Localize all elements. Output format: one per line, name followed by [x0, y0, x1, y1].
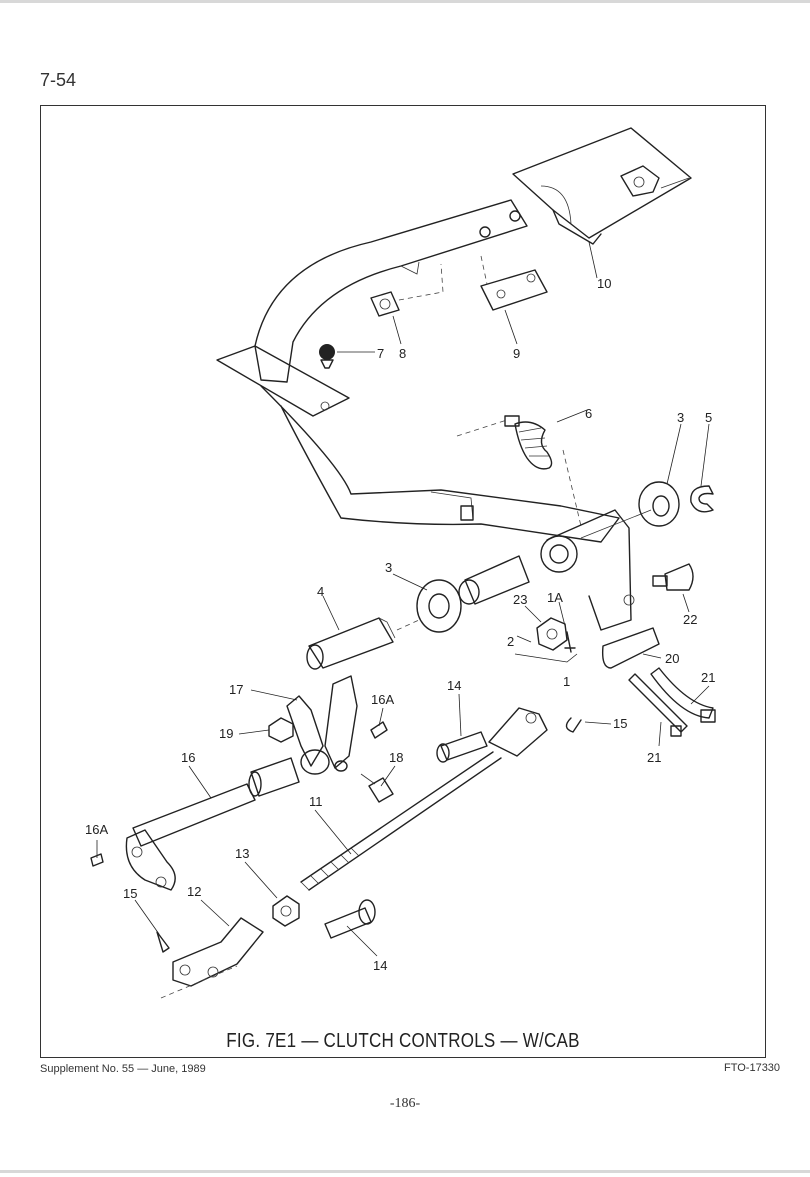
callout-17: 17	[229, 682, 243, 697]
callout-16a-bottom: 16A	[85, 822, 108, 837]
figure-frame: 10 9 8 7 6 3 5 3 4 23 1A 2 1 22 20 21 21…	[40, 105, 766, 1058]
shaft-housing	[540, 509, 635, 631]
jam-nut-13	[272, 895, 300, 927]
callout-15-top: 15	[613, 716, 627, 731]
washer-3-right	[638, 481, 680, 527]
bolt-8	[370, 263, 444, 317]
callout-11: 11	[309, 794, 323, 809]
callout-14-top: 14	[447, 678, 461, 693]
shield-20	[601, 627, 660, 669]
clutch-pedal	[216, 199, 620, 543]
shaft-16	[125, 757, 300, 891]
cable-tie-21	[628, 667, 716, 737]
bolt-22	[652, 563, 694, 591]
callout-10: 10	[597, 276, 611, 291]
pin-14-bottom	[324, 899, 376, 939]
callout-21-bottom: 21	[647, 750, 661, 765]
callout-14-bottom: 14	[373, 958, 387, 973]
clutch-controls-exploded-drawing: 10 9 8 7 6 3 5 3 4 23 1A 2 1 22 20 21 21…	[85, 127, 716, 999]
callout-16: 16	[181, 750, 195, 765]
callout-4: 4	[317, 584, 324, 599]
callout-9: 9	[513, 346, 520, 361]
cotter-pin-15-bottom	[156, 931, 170, 953]
callout-labels: 10 9 8 7 6 3 5 3 4 23 1A 2 1 22 20 21 21…	[85, 276, 715, 973]
callout-22: 22	[683, 612, 697, 627]
callout-12: 12	[187, 884, 201, 899]
pedal-bracket	[512, 127, 692, 245]
drawing-code: FTO-17330	[724, 1062, 781, 1074]
clutch-rod-11	[300, 707, 548, 891]
supplement-note: Supplement No. 55 — June, 1989	[40, 1063, 206, 1075]
washer-3-left	[416, 579, 462, 633]
callout-23: 23	[513, 592, 527, 607]
return-spring-6	[456, 415, 582, 527]
callout-21-top: 21	[701, 670, 715, 685]
bushing-2	[458, 555, 530, 605]
bolt-18	[360, 773, 394, 803]
callout-15-bottom: 15	[123, 886, 137, 901]
callout-7: 7	[377, 346, 384, 361]
folio-page-number: -186-	[389, 1096, 421, 1111]
callout-2: 2	[507, 634, 514, 649]
callout-13: 13	[235, 846, 249, 861]
callout-18: 18	[389, 750, 403, 765]
callout-8: 8	[399, 346, 406, 361]
leader-lines	[96, 241, 710, 957]
callout-1: 1	[563, 674, 570, 689]
callout-16a-top: 16A	[371, 692, 394, 707]
section-page-number: 7-54	[40, 70, 77, 90]
nut-23	[536, 617, 568, 651]
cotter-1a	[564, 631, 576, 653]
callout-20: 20	[665, 651, 679, 666]
nut-19	[268, 717, 294, 743]
callout-1a: 1A	[547, 590, 563, 605]
callout-19: 19	[219, 726, 233, 741]
pin-14-top	[436, 731, 488, 763]
set-screw-16a-bottom	[90, 853, 104, 867]
cotter-pin-15-top	[565, 717, 582, 733]
pin-4	[306, 617, 420, 670]
lever-17	[286, 675, 358, 775]
callout-3-right: 3	[677, 410, 684, 425]
snap-ring-5	[690, 485, 714, 513]
callout-3-left: 3	[385, 560, 392, 575]
callout-6: 6	[585, 406, 592, 421]
yoke-12	[160, 917, 264, 999]
plate-9	[480, 255, 548, 311]
callout-5: 5	[705, 410, 712, 425]
grease-fitting-7	[319, 344, 335, 369]
figure-caption: FIG. 7E1 — CLUTCH CONTROLS — W/CAB	[226, 1030, 580, 1052]
